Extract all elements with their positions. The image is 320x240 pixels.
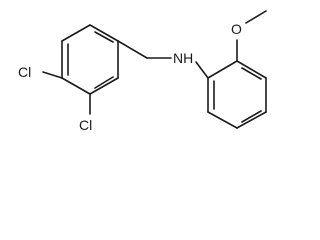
ether-oxygen-label: O — [231, 21, 242, 37]
chlorine-upper-label: Cl — [18, 64, 31, 80]
ring2-double-bond-3 — [241, 67, 262, 80]
ring1-bond-5 — [89, 24, 119, 42]
dichlorophenyl-ring — [61, 24, 119, 95]
amine-nh-label: NH — [173, 50, 193, 66]
n-aryl-bond — [195, 61, 209, 79]
ring1-bond-3 — [89, 77, 119, 95]
chemical-structure: Cl Cl NH O — [18, 10, 267, 133]
methoxyphenyl-ring — [207, 60, 267, 129]
ring1-bond-6 — [61, 24, 91, 42]
ring2-bond-5 — [236, 60, 267, 79]
chlorine-lower-label: Cl — [79, 117, 92, 133]
ring1-bond-2 — [61, 77, 91, 95]
ring1-double-bond-2 — [94, 76, 114, 89]
ring1-double-bond-3 — [94, 31, 114, 43]
ring2-double-bond-2 — [241, 110, 262, 123]
benzyl-ch2-bond — [117, 40, 148, 59]
cl-upper-bond — [42, 71, 63, 79]
o-methyl-bond — [245, 10, 267, 24]
ring2-bond-3 — [236, 111, 267, 129]
ring2-bond-2 — [207, 111, 238, 129]
ring2-bond-6 — [207, 60, 238, 79]
